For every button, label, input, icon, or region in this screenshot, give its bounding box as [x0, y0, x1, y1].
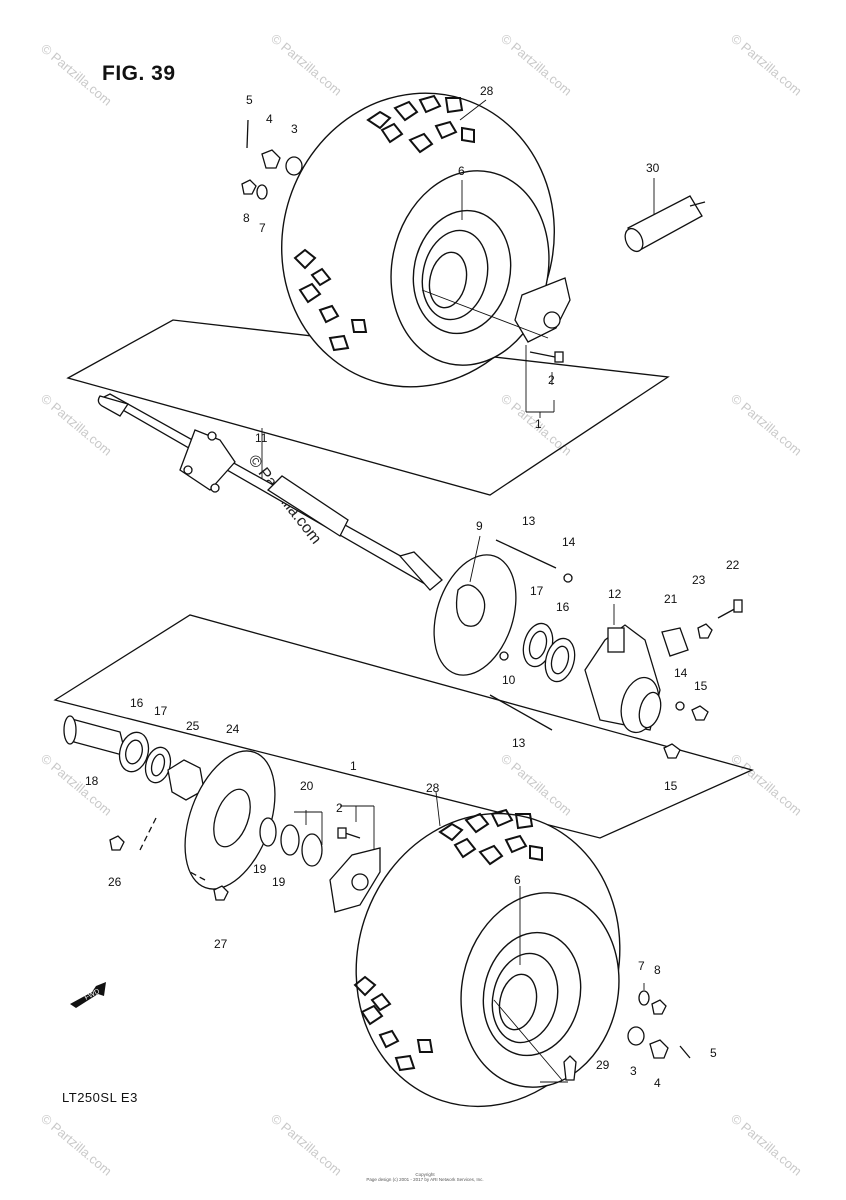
figure-title: FIG. 39 — [102, 62, 176, 85]
callout-2-lower: 2 — [336, 801, 343, 815]
lower-drive-assembly — [63, 715, 323, 901]
watermark-3: © Partzilla.com — [498, 31, 575, 99]
lower-fasteners — [563, 990, 691, 1081]
upper-assembly-frame — [66, 319, 670, 496]
callout-13-lower: 13 — [512, 736, 526, 750]
callout-29: 29 — [596, 1058, 610, 1072]
callout-21: 21 — [664, 592, 678, 606]
callout-1-lower: 1 — [350, 759, 357, 773]
upper-rear-wheel — [281, 92, 555, 388]
callout-3-upper: 3 — [291, 122, 298, 136]
watermark-4: © Partzilla.com — [728, 31, 805, 99]
callout-23: 23 — [692, 573, 706, 587]
watermark-11: © Partzilla.com — [38, 1111, 115, 1179]
callout-30: 30 — [646, 161, 660, 175]
callout-20: 20 — [300, 779, 314, 793]
page-footer: Copyright Page design (c) 2001 - 2017 by… — [365, 1172, 485, 1182]
callout-16-lower: 16 — [130, 696, 144, 710]
callout-1-upper: 1 — [535, 417, 542, 431]
bearing-housing-assembly — [489, 539, 709, 759]
upper-fasteners — [241, 119, 303, 200]
adjuster-parts — [661, 599, 743, 657]
upper-wheel-hub — [514, 277, 571, 363]
callout-14-upper: 14 — [562, 535, 576, 549]
watermark-13: © Partzilla.com — [728, 1111, 805, 1179]
callout-2-upper: 2 — [548, 373, 555, 387]
callout-4-upper: 4 — [266, 112, 273, 126]
callout-24: 24 — [226, 722, 240, 736]
callout-5-lower: 5 — [710, 1046, 717, 1060]
callout-8-lower: 8 — [654, 963, 661, 977]
callout-5-upper: 5 — [246, 93, 253, 107]
footer-line-2: Page design (c) 2001 - 2017 by ARI Netwo… — [366, 1177, 484, 1182]
callout-18: 18 — [85, 774, 99, 788]
watermark-8: © Partzilla.com — [38, 751, 115, 819]
rear-axle-shaft — [97, 393, 443, 591]
callout-22: 22 — [726, 558, 740, 572]
callout-10: 10 — [502, 673, 516, 687]
watermark-9: © Partzilla.com — [498, 751, 575, 819]
part-30 — [624, 195, 706, 253]
callout-labels: 5 4 3 28 6 30 8 7 2 1 11 9 13 14 22 23 1… — [85, 84, 740, 1090]
watermark-7: © Partzilla.com — [728, 391, 805, 459]
callout-17-upper: 17 — [530, 584, 544, 598]
callout-14-lower: 14 — [674, 666, 688, 680]
callout-25: 25 — [186, 719, 200, 733]
callout-7-upper: 7 — [259, 221, 266, 235]
callout-17-lower: 17 — [154, 704, 168, 718]
callout-7-lower: 7 — [638, 959, 645, 973]
callout-3-lower: 3 — [630, 1064, 637, 1078]
watermark-12: © Partzilla.com — [268, 1111, 345, 1179]
callout-19-right: 19 — [272, 875, 286, 889]
callout-28-upper: 28 — [480, 84, 494, 98]
callout-4-lower: 4 — [654, 1076, 661, 1090]
callout-6-lower: 6 — [514, 873, 521, 887]
lower-wheel-hub — [329, 827, 381, 913]
callout-8-upper: 8 — [243, 211, 250, 225]
callout-9: 9 — [476, 519, 483, 533]
callout-11: 11 — [255, 431, 268, 445]
fwd-label: FWD — [84, 988, 101, 1002]
callout-15-lower: 15 — [664, 779, 678, 793]
callout-16-upper: 16 — [556, 600, 570, 614]
brake-disc — [433, 554, 517, 676]
lower-rear-wheel — [353, 808, 621, 1108]
leader-lines — [261, 99, 655, 1083]
callout-6-upper: 6 — [458, 164, 465, 178]
watermark-10: © Partzilla.com — [728, 751, 805, 819]
callout-26: 26 — [108, 875, 122, 889]
callout-12: 12 — [608, 587, 622, 601]
lower-assembly-frame — [53, 614, 754, 839]
watermark-2: © Partzilla.com — [268, 31, 345, 99]
assembly-frames — [53, 319, 754, 839]
footer-line-1: Copyright — [415, 1172, 435, 1177]
watermark-1: © Partzilla.com — [38, 41, 115, 109]
callout-19-left: 19 — [253, 862, 267, 876]
callout-15-upper: 15 — [694, 679, 708, 693]
callout-28-lower: 28 — [426, 781, 440, 795]
fwd-arrow-icon: FWD — [70, 982, 106, 1008]
callout-27: 27 — [214, 937, 228, 951]
model-code: LT250SL E3 — [62, 1090, 138, 1105]
callout-13-upper: 13 — [522, 514, 536, 528]
